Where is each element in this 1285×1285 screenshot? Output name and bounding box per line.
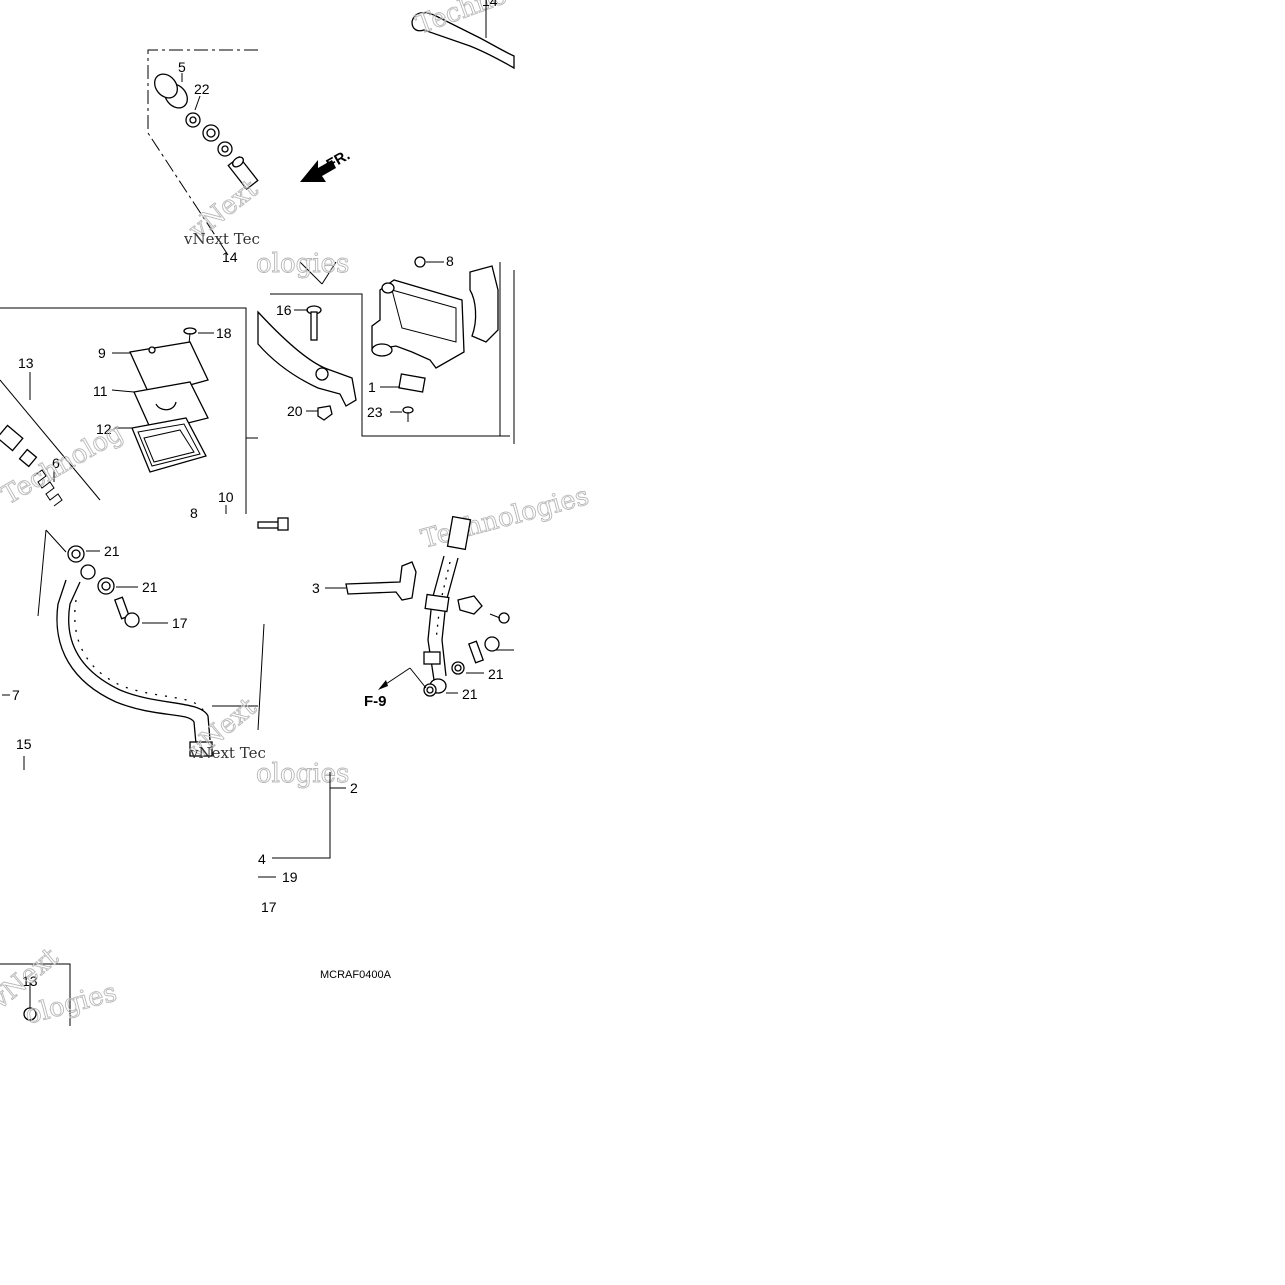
callout-22: 22 — [194, 81, 210, 97]
callout-2: 2 — [350, 780, 358, 796]
callout-13b: 13 — [22, 973, 38, 989]
callout-11: 11 — [93, 383, 108, 399]
callout-7: 7 — [12, 687, 20, 703]
callout-17a: 17 — [172, 615, 188, 631]
callout-21a: 21 — [104, 543, 120, 559]
bolt-part — [257, 517, 289, 531]
callout-18: 18 — [216, 325, 232, 341]
callout-8a: 8 — [446, 253, 454, 269]
spring-part — [0, 424, 63, 507]
reference-label: F-9 — [364, 693, 387, 710]
callout-19: 19 — [282, 869, 298, 885]
callout-20: 20 — [287, 403, 303, 419]
tile-hose-caliper: Technologies 3 — [257, 481, 592, 710]
tile-brake-hose: 21 21 17 vNext vNext Tec 7 15 — [2, 529, 266, 770]
diaphragm-plate-part — [133, 381, 209, 433]
diaphragm-part — [131, 417, 207, 473]
callout-14b: 14 — [482, 0, 498, 9]
tile-callout-summary: ologies 2 4 19 17 MCRAF0400A — [256, 759, 392, 981]
callout-23: 23 — [367, 404, 383, 420]
screw-8-part — [414, 256, 426, 268]
watermark-3: Technolog — [0, 418, 128, 511]
callout-3: 3 — [312, 580, 320, 596]
front-direction-arrow-icon — [300, 160, 336, 182]
washer-21b-part — [97, 577, 115, 595]
circlip-part — [185, 112, 201, 128]
brake-lever-part — [411, 11, 515, 70]
lower-hose-part — [423, 515, 472, 694]
callout-5: 5 — [178, 59, 186, 75]
washer-21d-part — [423, 683, 437, 697]
callout-4: 4 — [258, 851, 266, 867]
watermark-6: Technologies — [418, 481, 592, 555]
pivot-nut-part — [317, 405, 333, 421]
callout-6: 6 — [52, 455, 60, 471]
callout-9: 9 — [98, 345, 106, 361]
callout-21d: 21 — [462, 686, 478, 702]
tile-lever-inset: 5 22 vNext vNext Tec 14 — [147, 49, 265, 265]
tile-reservoir: 13 18 9 11 12 6 — [0, 307, 258, 521]
tile-lever-arrow: Techno 14 FR. — [300, 0, 515, 182]
switch-part — [398, 373, 426, 393]
diagram-code: MCRAF0400A — [320, 969, 392, 981]
switch-screw-part — [402, 406, 414, 422]
hose-clamp-part — [457, 595, 483, 615]
watermark-7: ologies — [256, 759, 349, 789]
nut-part — [23, 1007, 37, 1021]
washer-21a-part — [67, 545, 85, 563]
tile-fragment: 13 vNext ologies — [0, 941, 120, 1031]
watermark-text-1: vNext Tec — [183, 230, 260, 248]
pivot-bolt-part — [306, 305, 322, 341]
watermark-4: ologies — [256, 249, 349, 279]
piston-part — [227, 155, 259, 191]
tile-master-cylinder: ologies 8 16 1 — [256, 249, 515, 444]
callout-16: 16 — [276, 302, 292, 318]
callout-8b: 8 — [190, 505, 198, 521]
master-cylinder-body-part — [371, 279, 465, 369]
callout-13: 13 — [18, 355, 34, 371]
callout-1: 1 — [368, 379, 376, 395]
callout-12: 12 — [96, 421, 112, 437]
washer-21c-part — [451, 661, 465, 675]
callout-17b: 17 — [261, 899, 277, 915]
banjo-bolt-17a-part — [113, 596, 140, 628]
callout-14a: 14 — [222, 249, 238, 265]
piston-cup-part — [154, 73, 188, 109]
bracket-part — [345, 561, 417, 601]
lever-part — [257, 310, 357, 407]
callout-15: 15 — [16, 736, 32, 752]
brake-hose-part — [56, 564, 213, 757]
watermark-text-2: vNext Tec — [189, 744, 266, 762]
callout-21c: 21 — [488, 666, 504, 682]
clamp-bolt-part — [489, 612, 510, 624]
holder-part — [469, 265, 499, 343]
banjo-bolt-part — [467, 636, 500, 664]
callout-10: 10 — [218, 489, 234, 505]
callout-21b: 21 — [142, 579, 158, 595]
